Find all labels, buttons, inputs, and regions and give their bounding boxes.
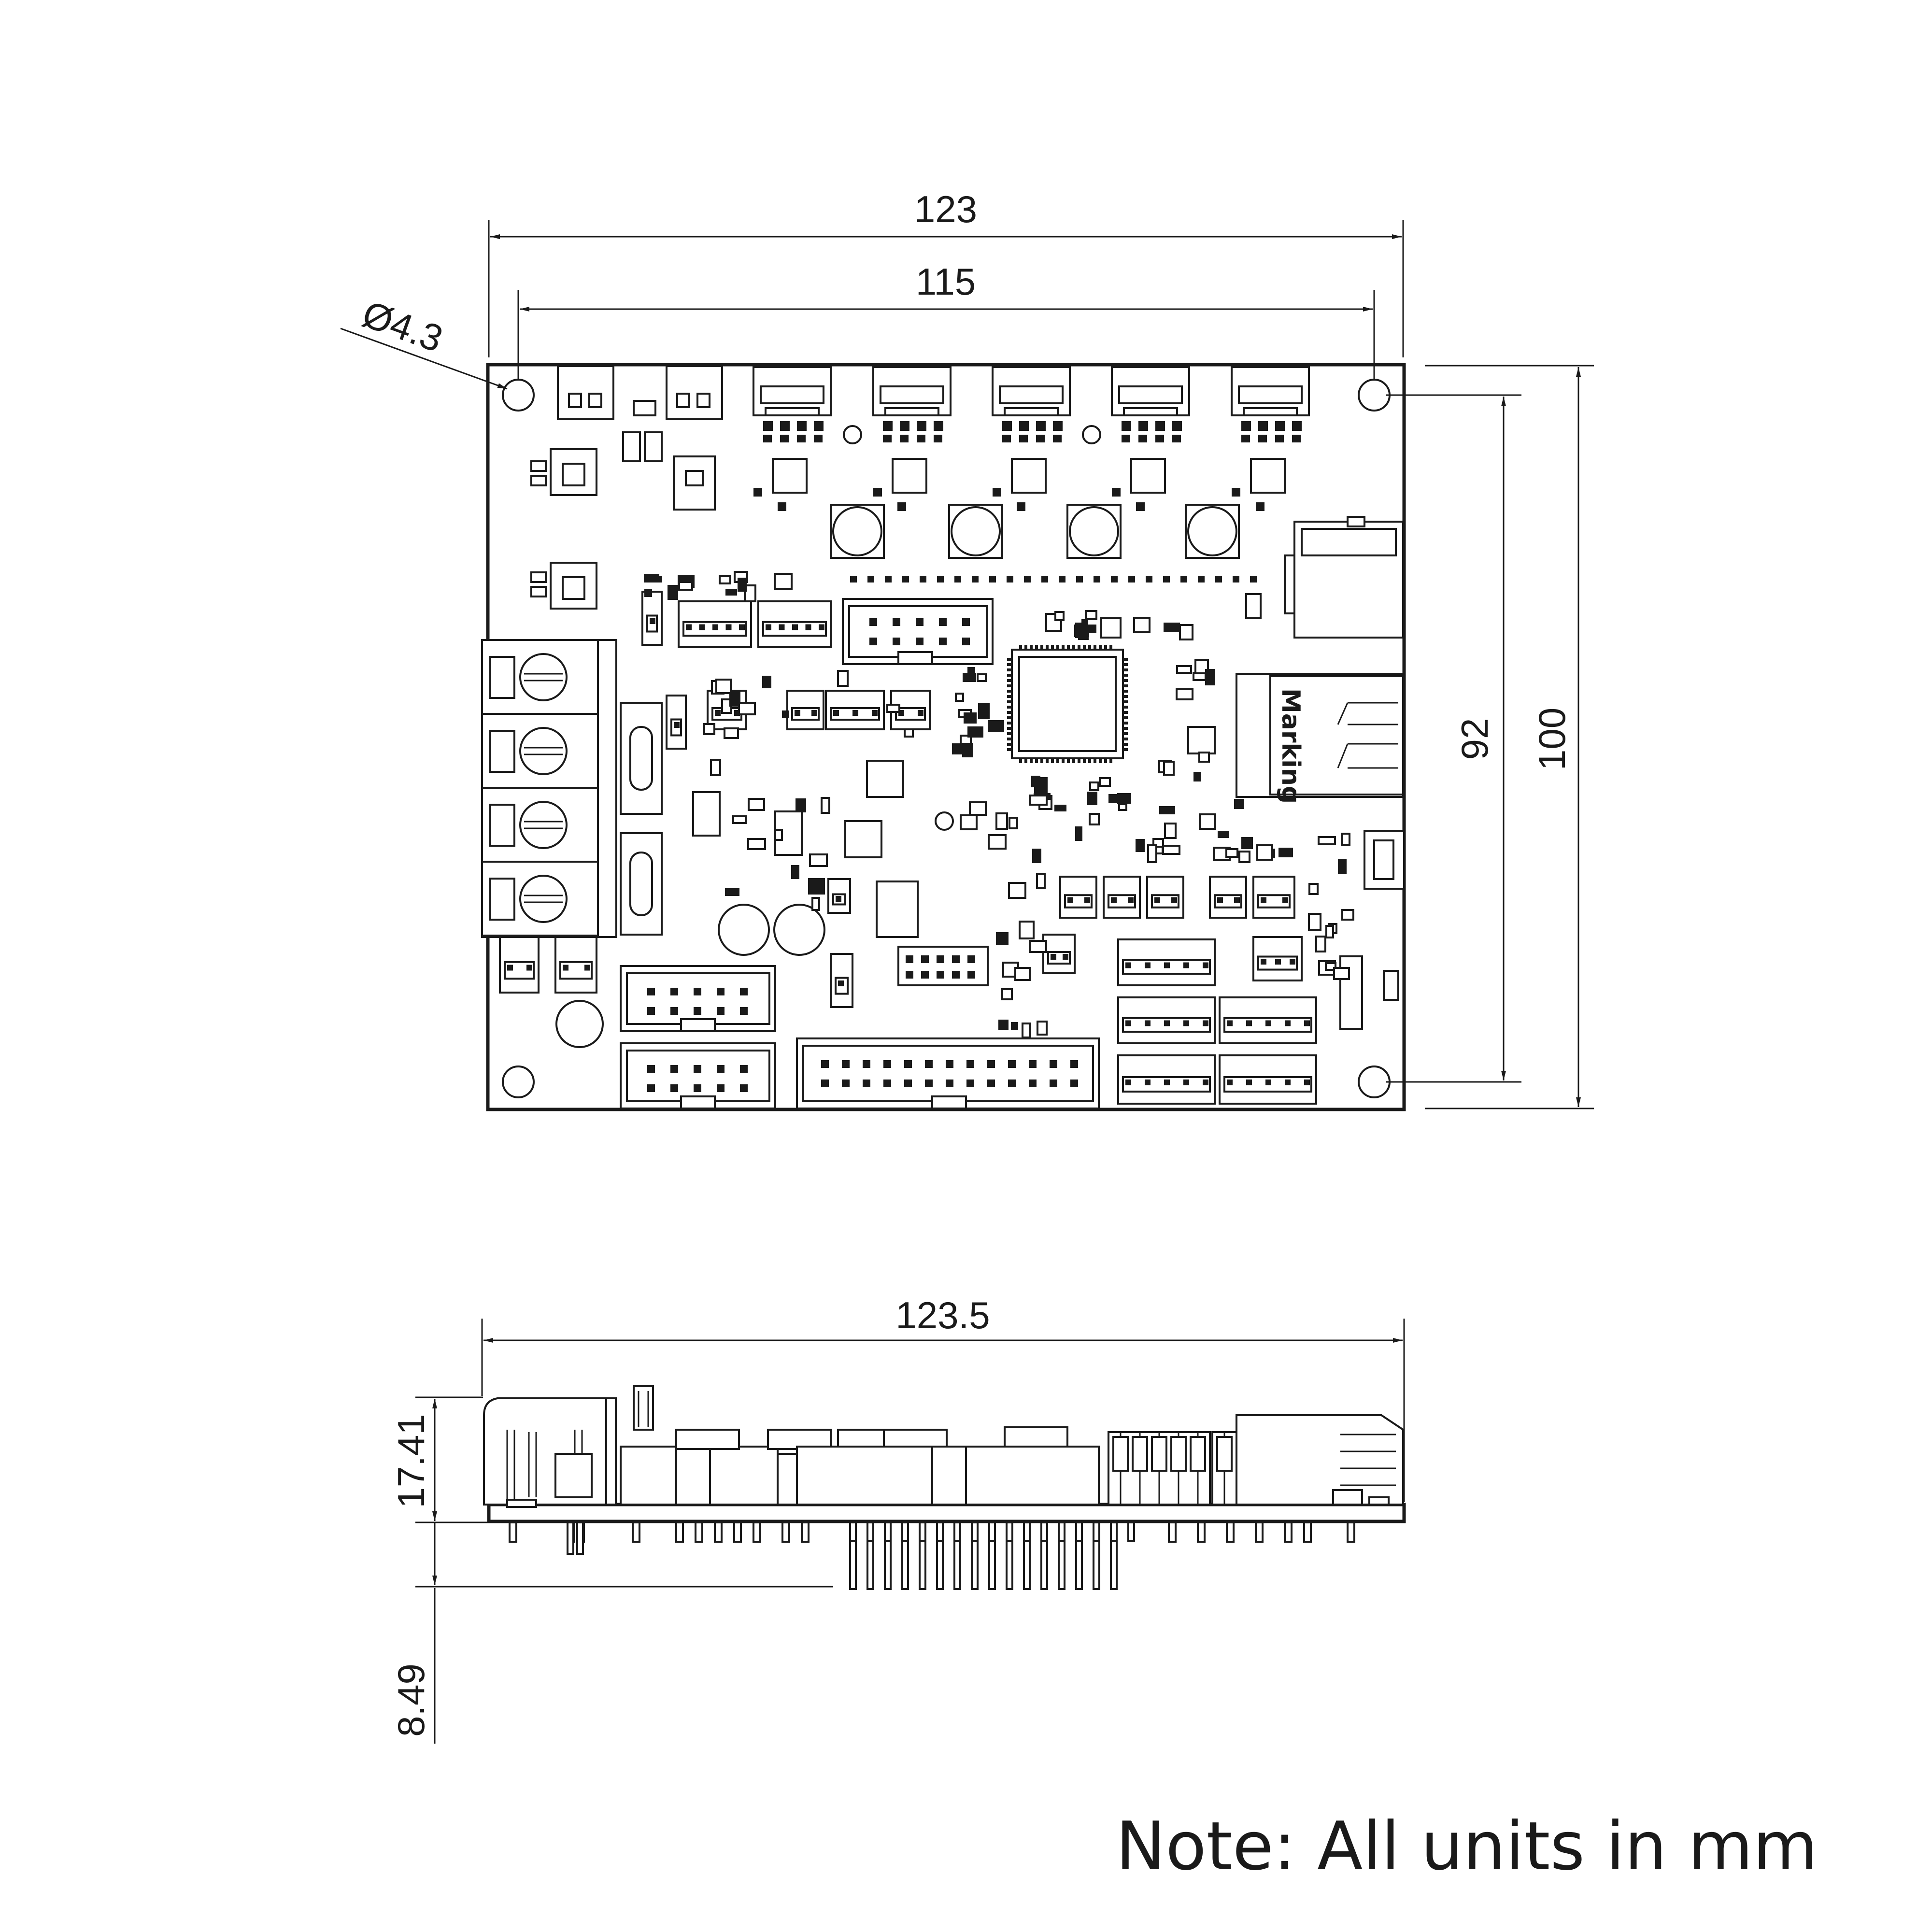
terminal-block bbox=[481, 639, 617, 938]
side-pins bbox=[509, 1521, 1355, 1590]
side-view bbox=[483, 1385, 1406, 1590]
top-view: Marking bbox=[481, 363, 1406, 1111]
dim-hole-spacing-x: 115 bbox=[916, 260, 976, 303]
side-pcb bbox=[487, 1503, 1406, 1523]
units-note: Note: All units in mm bbox=[1116, 1807, 1818, 1885]
dim-overall-width: 123 bbox=[914, 188, 977, 230]
box-headers bbox=[620, 598, 1100, 1109]
mcu-chip bbox=[1007, 645, 1128, 763]
inductors bbox=[830, 504, 1257, 582]
mounting-holes bbox=[502, 379, 1391, 1098]
motor-connectors bbox=[753, 366, 1310, 511]
dim-hole-diameter: Ø4.3 bbox=[357, 292, 448, 360]
dim-hole-spacing-y: 92 bbox=[1453, 718, 1496, 760]
power-connectors-top bbox=[557, 365, 723, 420]
ethernet-jack: Marking bbox=[1236, 673, 1404, 804]
mosfets bbox=[530, 431, 716, 610]
usb-connector bbox=[1364, 830, 1405, 890]
side-view-dimensions: 123.5 17.41 8.49 bbox=[390, 1294, 1405, 1744]
dim-overall-height: 100 bbox=[1531, 708, 1573, 770]
fuses bbox=[620, 702, 663, 936]
dim-pin-length: 8.49 bbox=[390, 1663, 432, 1737]
misc-ics bbox=[692, 617, 1399, 1030]
dim-component-height: 17.41 bbox=[390, 1414, 432, 1508]
smd-components bbox=[644, 571, 1354, 1038]
dim-overall-length: 123.5 bbox=[895, 1294, 990, 1336]
ethernet-marking: Marking bbox=[1276, 688, 1305, 804]
capacitors bbox=[555, 425, 1101, 1048]
sd-card-slot bbox=[1245, 516, 1404, 639]
top-view-dimensions: 123 115 Ø4.3 92 100 bbox=[340, 188, 1594, 1109]
jst-connectors bbox=[499, 591, 1317, 1105]
